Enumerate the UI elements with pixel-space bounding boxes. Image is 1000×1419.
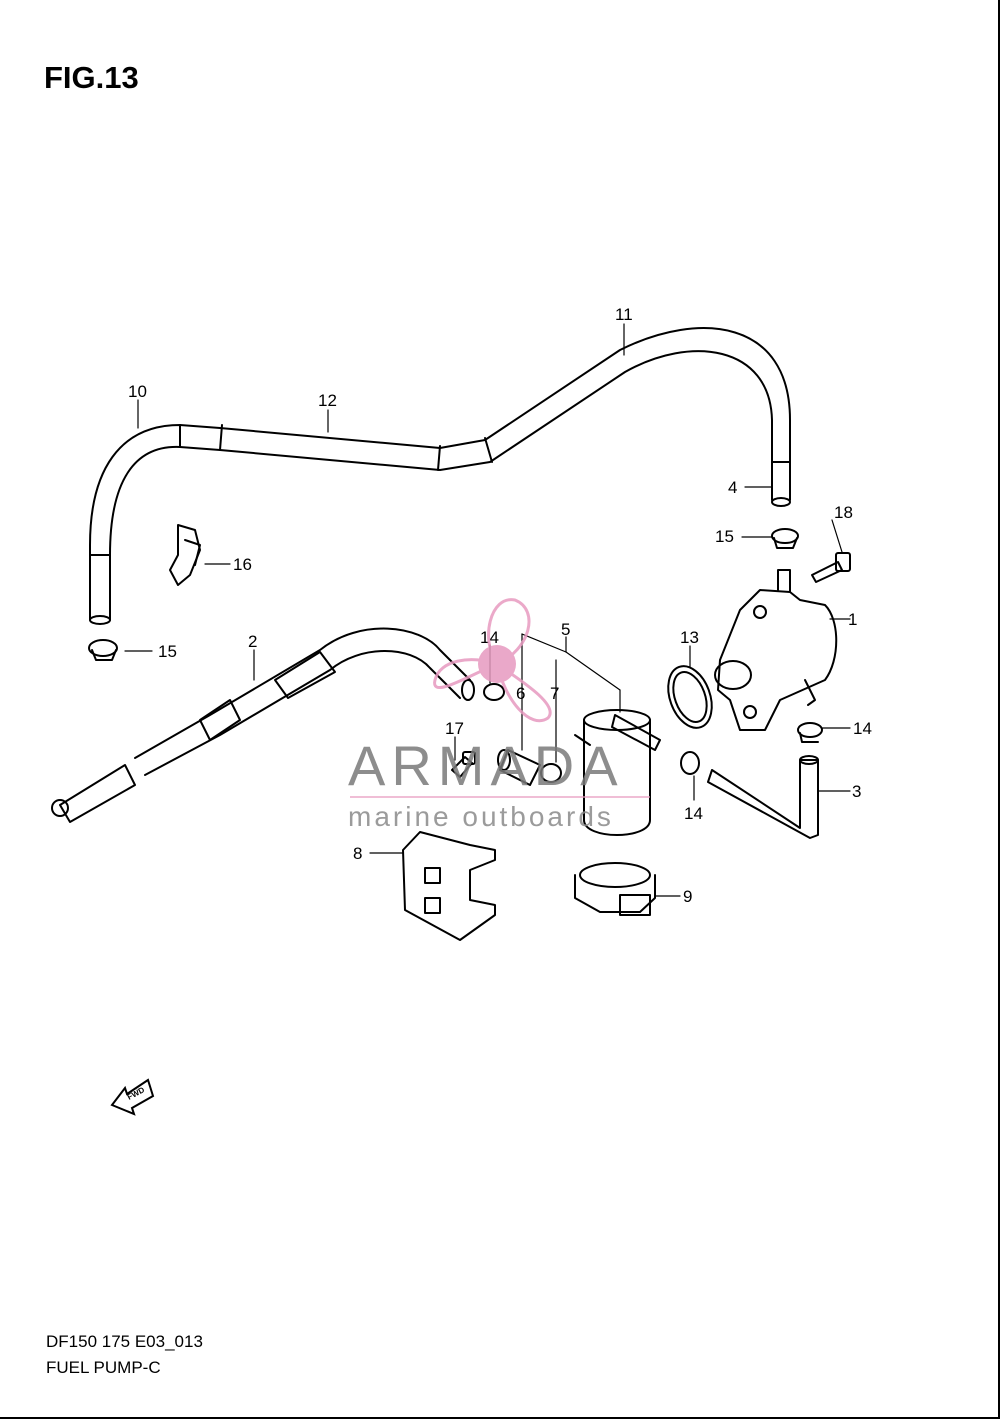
callout-8: 8 bbox=[353, 844, 362, 863]
fuel-pump-1 bbox=[714, 569, 838, 731]
callout-10: 10 bbox=[128, 382, 147, 401]
watermark-logo: ARMADA marine outboards bbox=[348, 598, 650, 832]
callout-15-left: 15 bbox=[158, 642, 177, 661]
hose-6 bbox=[497, 749, 541, 786]
callout-17: 17 bbox=[445, 719, 464, 738]
callout-11: 11 bbox=[615, 305, 633, 324]
bracket-8 bbox=[402, 831, 496, 941]
hose-clamp-15-left bbox=[88, 639, 118, 661]
diagram-name: FUEL PUMP-C bbox=[46, 1358, 161, 1377]
callout-6: 6 bbox=[516, 684, 525, 703]
callout-14-mid: 14 bbox=[684, 804, 703, 823]
callout-18: 18 bbox=[834, 503, 853, 522]
hose-7 bbox=[540, 763, 562, 783]
callout-3: 3 bbox=[852, 782, 861, 801]
bolt-17 bbox=[451, 751, 476, 778]
hose-clamp-14-top bbox=[483, 683, 505, 701]
watermark-brand: ARMADA bbox=[348, 734, 624, 797]
callout-9: 9 bbox=[683, 887, 692, 906]
fuel-filter-5 bbox=[574, 709, 661, 836]
callout-14-right: 14 bbox=[853, 719, 872, 738]
callout-16: 16 bbox=[233, 555, 252, 574]
callout-12: 12 bbox=[318, 391, 337, 410]
leader-lines bbox=[124, 323, 851, 897]
bolt-18 bbox=[811, 552, 851, 583]
callout-5: 5 bbox=[561, 620, 570, 639]
hose-clamp-15-right bbox=[771, 528, 799, 549]
o-ring-13 bbox=[667, 665, 713, 729]
callout-1: 1 bbox=[848, 610, 857, 629]
diagram-code: DF150 175 E03_013 bbox=[46, 1332, 203, 1351]
callout-7: 7 bbox=[550, 684, 559, 703]
filter-band-9 bbox=[574, 862, 656, 916]
figure-title: FIG.13 bbox=[44, 60, 139, 95]
upper-fuel-hose bbox=[89, 327, 791, 625]
hose-clamp-14-right bbox=[797, 722, 823, 743]
callout-13: 13 bbox=[680, 628, 699, 647]
watermark-tagline: marine outboards bbox=[348, 801, 614, 832]
hose-3 bbox=[707, 755, 819, 839]
lower-fuel-hose bbox=[51, 627, 475, 823]
hose-clip-16 bbox=[169, 524, 201, 586]
callout-2: 2 bbox=[248, 632, 257, 651]
fwd-arrow-icon: FWD bbox=[110, 1078, 155, 1116]
hose-clamp-14-mid bbox=[680, 751, 700, 775]
callout-15-right: 15 bbox=[715, 527, 734, 546]
callout-4: 4 bbox=[728, 478, 737, 497]
